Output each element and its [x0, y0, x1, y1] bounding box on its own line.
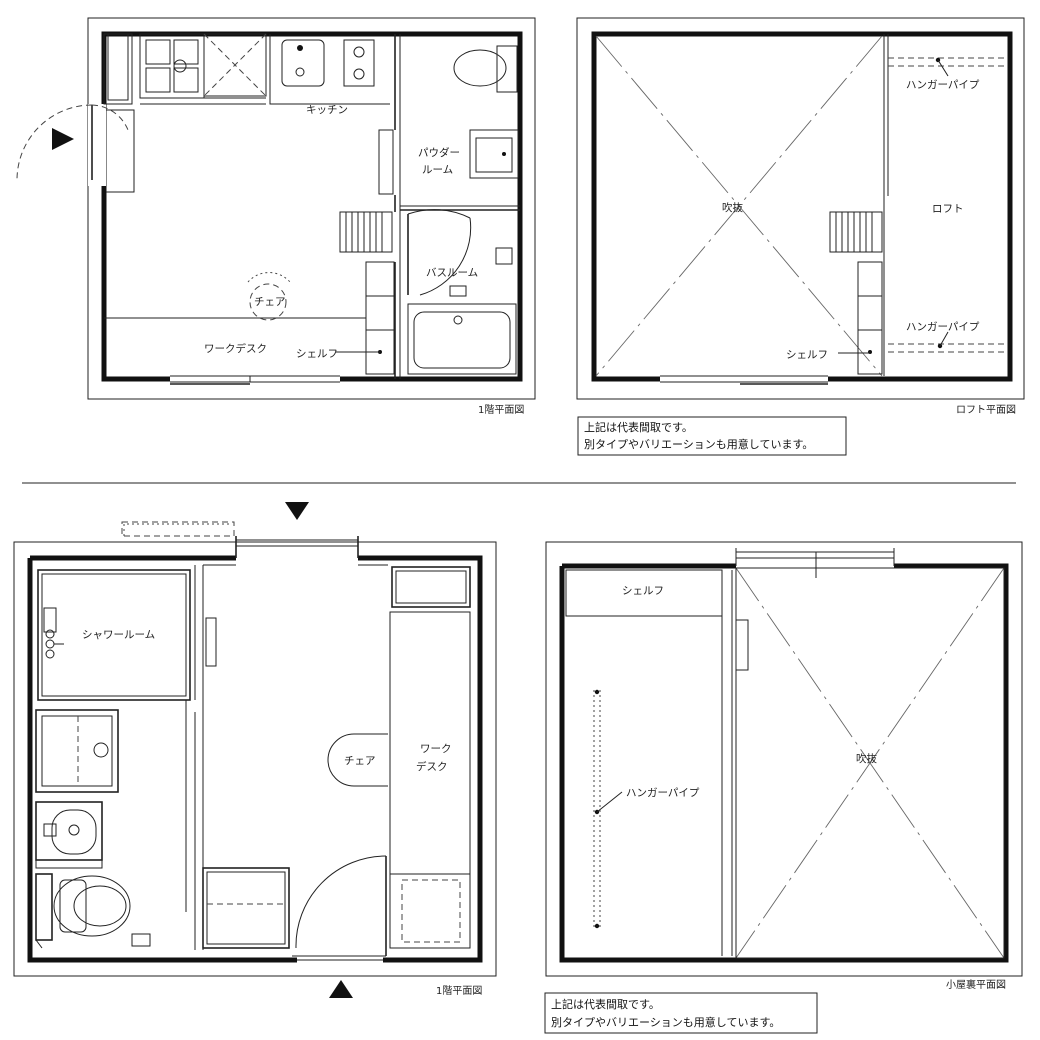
void-cross — [735, 567, 1005, 959]
chair-icon — [247, 272, 291, 321]
hanger-pipe-top — [888, 57, 1008, 67]
powder-sink-icon — [469, 129, 519, 179]
label-void: 吹抜 — [722, 201, 743, 214]
exterior-wall — [559, 563, 1009, 963]
shower-faucet-icon — [43, 607, 64, 659]
label-bathroom: バスルーム — [426, 267, 478, 279]
sheet-border — [576, 17, 1025, 400]
bathroom-door — [407, 209, 472, 296]
shelf-column — [857, 261, 883, 375]
kitchen-sink-icon — [281, 39, 325, 87]
void-cross — [595, 35, 883, 377]
sheet-border — [545, 541, 1023, 977]
label-work-desk: ワークデスク — [204, 342, 267, 355]
entrance-arrow-icon — [52, 128, 74, 150]
note-box — [544, 992, 818, 1034]
kitchen-counter — [103, 33, 390, 105]
entrance-door-top — [121, 502, 359, 558]
note-line-2: 別タイプやバリエーションも用意しています。 — [551, 1015, 780, 1029]
caption-bottom-attic: 小屋裏平面図 — [946, 978, 1006, 991]
toilet-icon — [453, 45, 518, 93]
label-shelf: シェルフ — [786, 349, 828, 361]
label-powder-2: ルーム — [422, 164, 453, 176]
sheet-border — [87, 17, 536, 400]
shower-room — [37, 569, 191, 701]
chair-icon — [327, 733, 388, 787]
caption-bottom-floor1: 1階平面図 — [436, 985, 482, 997]
note-line-1: 上記は代表間取です。 — [551, 997, 660, 1011]
sliding-door — [378, 129, 394, 195]
sheet-border — [13, 541, 497, 977]
stair-icon — [339, 211, 393, 253]
window-top — [735, 548, 895, 578]
top-loft-plan: 吹抜 ハンガーパイプ ロフト ハンガーパイプ シェルフ ロフト平面図 上記は代表… — [576, 17, 1025, 456]
label-shower-room: シャワールーム — [82, 629, 155, 641]
hanger-pipe-bottom — [888, 343, 1008, 353]
wall-light — [205, 617, 217, 667]
label-hanger-pipe: ハンガーパイプ — [626, 787, 700, 799]
label-void: 吹抜 — [856, 752, 877, 765]
entrance-door-bottom — [292, 855, 387, 998]
shower-faucet-icon — [495, 247, 513, 265]
entrance-arrow-icon — [285, 502, 309, 520]
label-powder-1: パウダー — [418, 146, 460, 159]
note-box — [577, 416, 847, 456]
washer-icon — [35, 709, 119, 793]
lower-cabinet — [202, 867, 290, 949]
label-kitchen: キッチン — [306, 104, 348, 116]
label-work-desk-2: デスク — [416, 760, 448, 773]
washbasin-icon — [35, 801, 103, 869]
note-line-1: 上記は代表間取です。 — [584, 420, 693, 434]
label-chair: チェア — [254, 296, 286, 308]
label-hanger-pipe-bottom: ハンガーパイプ — [906, 321, 980, 333]
label-work-desk-1: ワーク — [420, 743, 452, 755]
label-chair: チェア — [344, 755, 376, 767]
entrance-door — [16, 104, 135, 193]
entrance-arrow-icon — [329, 980, 353, 998]
top-floor1-plan: キッチン パウダー ルーム — [16, 17, 536, 416]
caption-top-floor1: 1階平面図 — [478, 404, 524, 416]
toilet-icon — [35, 873, 151, 949]
bottom-attic-plan: シェルフ ハンガーパイプ 吹抜 小屋裏平面図 上記は代表間取です。 別タイプやバ… — [544, 541, 1023, 1034]
work-desk — [389, 566, 471, 949]
bathtub-icon — [407, 303, 517, 375]
exterior-wall — [27, 555, 483, 963]
stove-icon — [343, 39, 375, 87]
caption-top-loft: ロフト平面図 — [956, 404, 1016, 416]
window-bottom — [170, 374, 340, 385]
label-hanger-pipe-top: ハンガーパイプ — [906, 79, 980, 91]
label-loft: ロフト — [932, 203, 964, 215]
window-bottom — [660, 374, 828, 385]
note-line-2: 別タイプやバリエーションも用意しています。 — [584, 437, 813, 451]
stair-icon — [829, 211, 883, 253]
label-shelf: シェルフ — [296, 348, 338, 360]
shelf-column — [365, 261, 395, 375]
label-shelf: シェルフ — [622, 585, 664, 597]
bottom-floor1-plan: シャワールーム — [13, 502, 497, 998]
wall-light — [735, 619, 749, 671]
hanger-pipe — [593, 690, 601, 928]
